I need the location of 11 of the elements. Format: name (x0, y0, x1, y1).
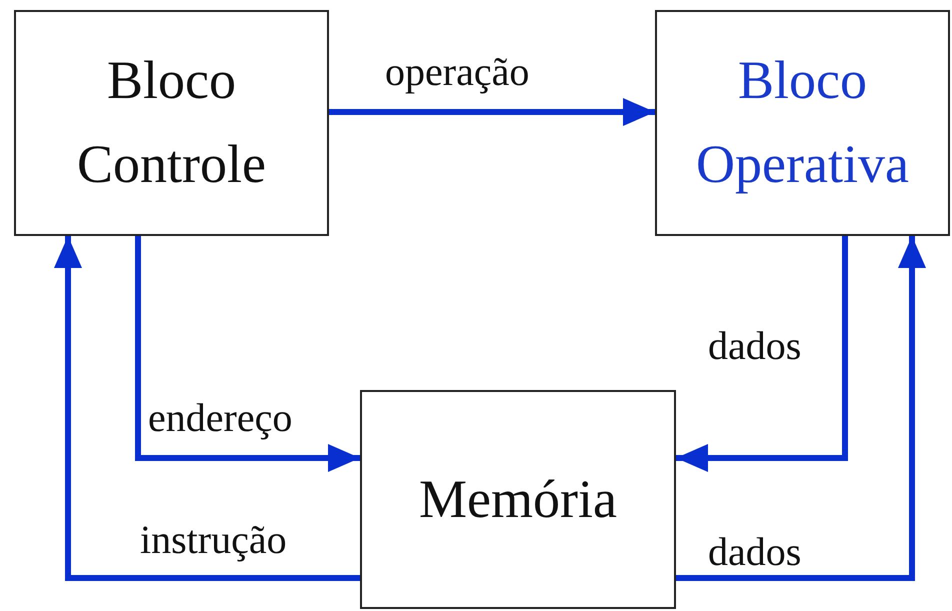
arrow (135, 236, 360, 472)
arrow (676, 236, 926, 581)
block-box (14, 10, 329, 236)
block-box (655, 10, 950, 236)
block-label: Memória (418, 468, 618, 531)
arrow (329, 98, 655, 126)
arrow (676, 236, 848, 472)
arrow (54, 236, 360, 581)
block-box (360, 390, 676, 609)
block-label: Bloco Operativa (695, 49, 910, 196)
block-label: Bloco Controle (76, 49, 267, 196)
